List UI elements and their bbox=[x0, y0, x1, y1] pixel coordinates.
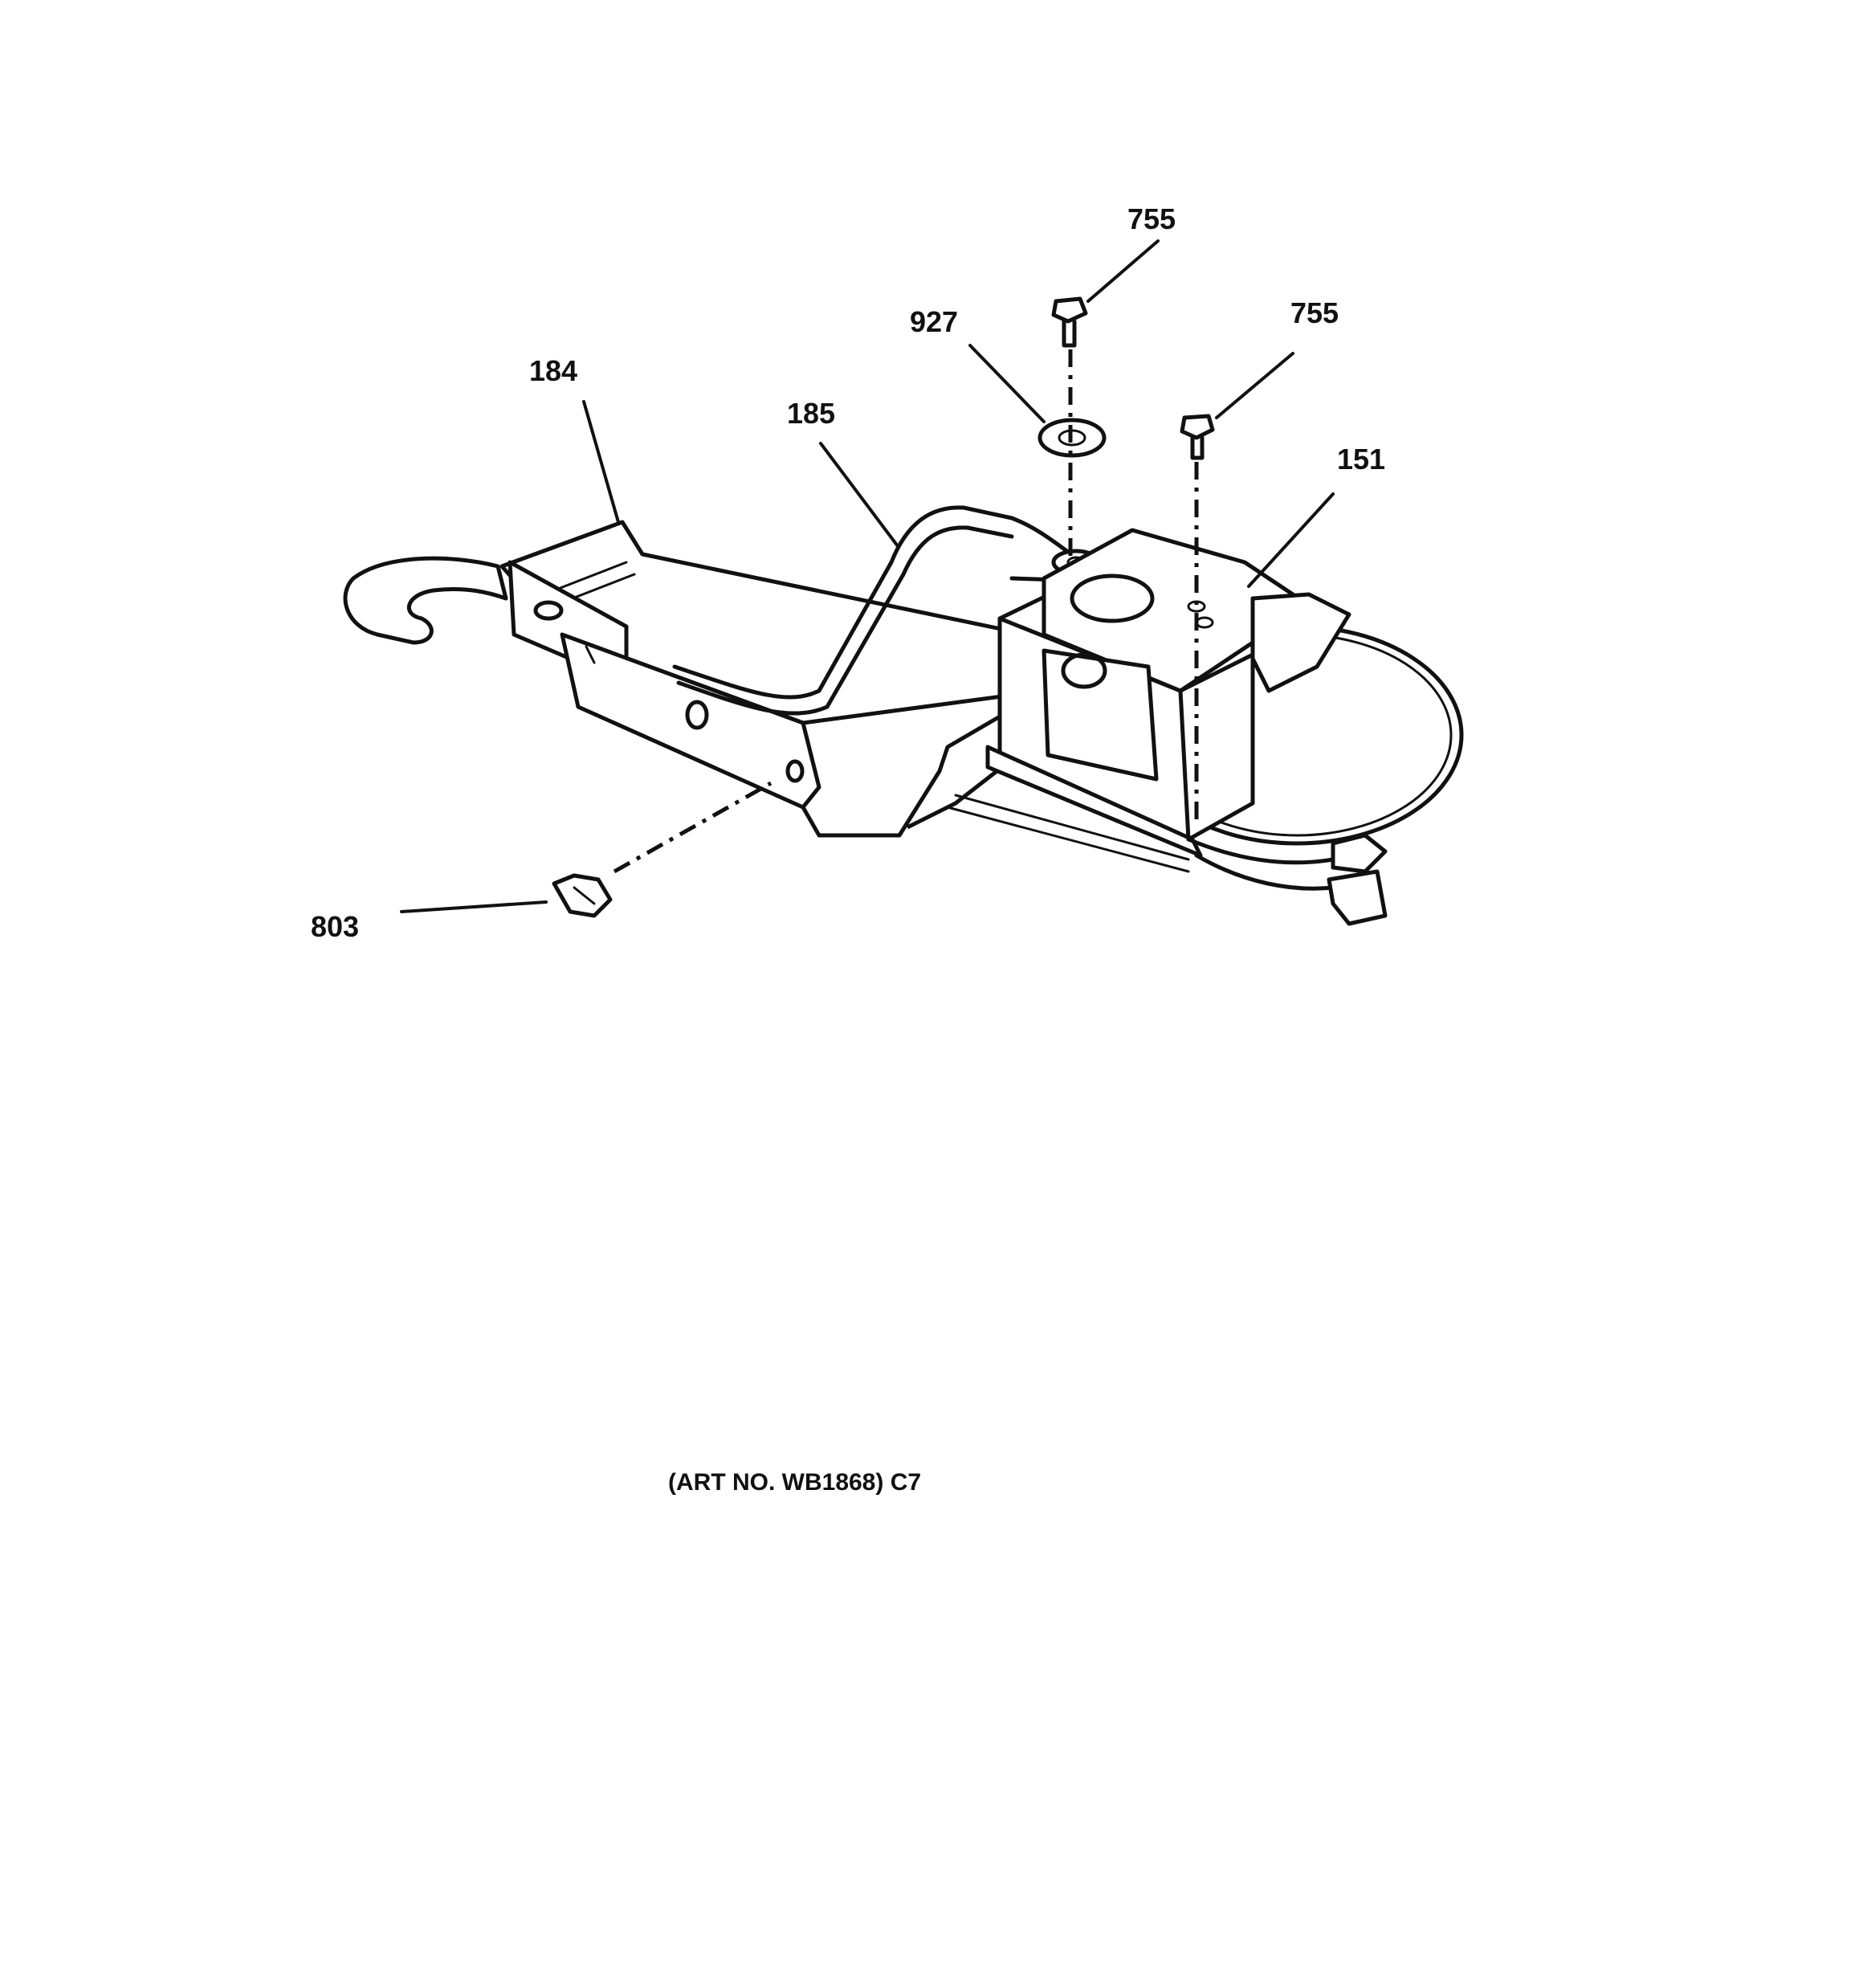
screw-755-top bbox=[1051, 296, 1088, 348]
art-number-caption: (ART NO. WB1868) C7 bbox=[668, 1469, 921, 1496]
screw-755-right bbox=[1180, 414, 1215, 460]
callout-151: 151 bbox=[1337, 443, 1385, 476]
screw-803 bbox=[552, 873, 613, 918]
callout-755-right: 755 bbox=[1290, 296, 1339, 329]
callout-927: 927 bbox=[910, 305, 958, 338]
bracket-assembly-184 bbox=[343, 520, 1046, 838]
motor-assembly-151 bbox=[946, 528, 1464, 926]
callout-755-top: 755 bbox=[1127, 202, 1176, 235]
callout-803: 803 bbox=[311, 910, 359, 943]
callout-184: 184 bbox=[529, 354, 577, 387]
callout-185: 185 bbox=[787, 397, 835, 430]
leader-lines bbox=[400, 239, 1335, 913]
